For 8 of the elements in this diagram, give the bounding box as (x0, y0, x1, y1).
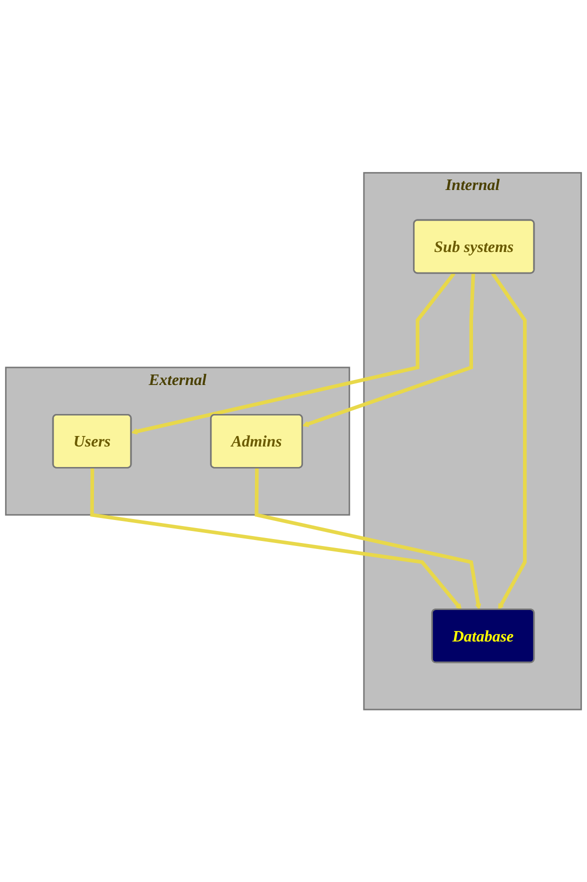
arrow (90, 468, 462, 610)
arrow (302, 273, 476, 427)
diagram: External Internal Sub systems Database Users Admins (0, 166, 587, 716)
arrow (254, 468, 482, 610)
arrow (131, 272, 456, 434)
cluster (363, 172, 582, 710)
arrow (491, 272, 527, 610)
cluster (5, 366, 350, 516)
